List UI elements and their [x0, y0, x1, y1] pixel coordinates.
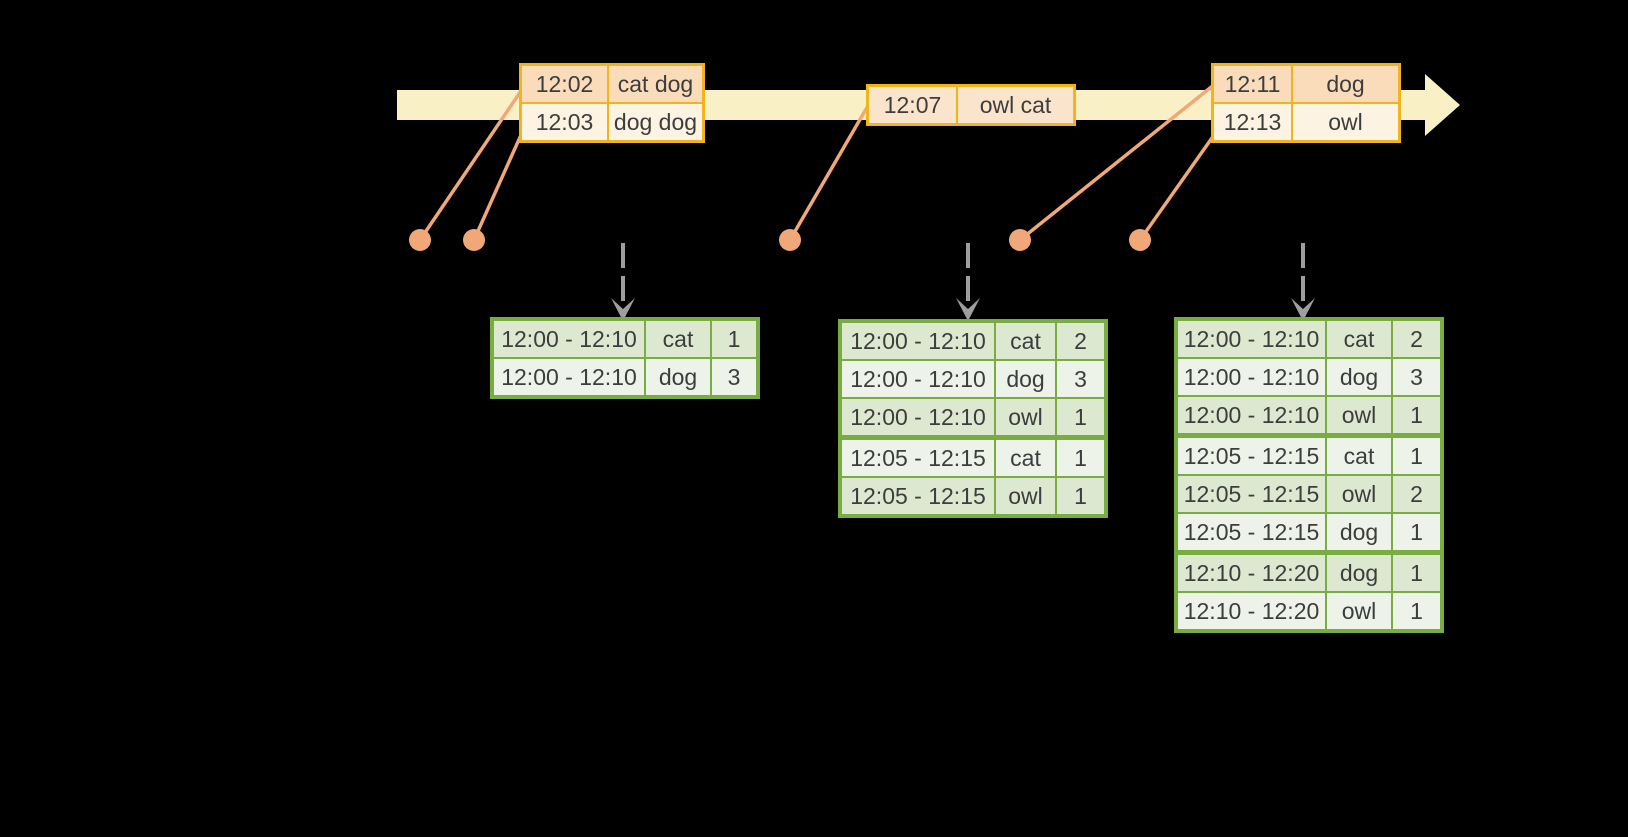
event-dot-icon — [463, 229, 485, 251]
window-cell: 12:10 - 12:20 — [1178, 593, 1325, 629]
count-cell: 2 — [1393, 321, 1440, 357]
event-dots — [409, 229, 1151, 251]
trigger-arrows — [611, 243, 1315, 321]
word-cell: dog — [1327, 555, 1391, 591]
event-dot-icon — [409, 229, 431, 251]
event-time-cell: 12:07 — [869, 87, 956, 123]
count-cell: 1 — [1057, 399, 1104, 435]
count-cell: 1 — [1393, 555, 1440, 591]
event-connector-line — [472, 125, 527, 241]
count-cell: 2 — [1393, 476, 1440, 512]
word-cell: cat — [996, 323, 1055, 359]
event-time-cell: 12:13 — [1214, 104, 1291, 140]
word-cell: owl — [996, 478, 1055, 514]
window-cell: 12:05 - 12:15 — [1178, 514, 1325, 550]
word-cell: dog — [1327, 359, 1391, 395]
window-cell: 12:00 - 12:10 — [1178, 321, 1325, 357]
window-cell: 12:05 - 12:15 — [1178, 438, 1325, 474]
event-time-cell: 12:02 — [522, 66, 607, 102]
trigger-arrow-icon — [1291, 243, 1315, 321]
window-cell: 12:00 - 12:10 — [842, 323, 994, 359]
window-cell: 12:10 - 12:20 — [1178, 555, 1325, 591]
word-cell: owl — [1327, 593, 1391, 629]
word-cell: owl — [1327, 397, 1391, 433]
window-cell: 12:00 - 12:10 — [842, 399, 994, 435]
count-cell: 3 — [1393, 359, 1440, 395]
event-dot-icon — [1129, 229, 1151, 251]
count-cell: 1 — [712, 321, 756, 357]
window-cell: 12:05 - 12:15 — [1178, 476, 1325, 512]
word-cell: dog — [996, 361, 1055, 397]
event-time-cell: 12:11 — [1214, 66, 1291, 102]
count-cell: 1 — [1057, 478, 1104, 514]
count-cell: 1 — [1393, 397, 1440, 433]
event-time-cell: 12:03 — [522, 104, 607, 140]
word-cell: cat — [646, 321, 710, 357]
window-cell: 12:00 - 12:10 — [1178, 397, 1325, 433]
window-cell: 12:05 - 12:15 — [842, 478, 994, 514]
count-cell: 1 — [1057, 440, 1104, 476]
window-cell: 12:00 - 12:10 — [842, 361, 994, 397]
word-cell: owl — [996, 399, 1055, 435]
word-cell: cat — [1327, 438, 1391, 474]
event-connector-line — [788, 103, 871, 241]
event-connector-lines — [418, 82, 1221, 242]
event-dot-icon — [1009, 229, 1031, 251]
word-cell: dog — [646, 359, 710, 395]
event-dot-icon — [779, 229, 801, 251]
window-cell: 12:00 - 12:10 — [1178, 359, 1325, 395]
count-cell: 3 — [1057, 361, 1104, 397]
word-cell: dog — [1327, 514, 1391, 550]
count-cell: 1 — [1393, 438, 1440, 474]
word-cell: owl — [1327, 476, 1391, 512]
count-cell: 2 — [1057, 323, 1104, 359]
event-words-cell: cat dog — [609, 66, 702, 102]
window-cell: 12:00 - 12:10 — [494, 359, 644, 395]
count-cell: 1 — [1393, 593, 1440, 629]
word-cell: cat — [1327, 321, 1391, 357]
event-words-cell: dog — [1293, 66, 1398, 102]
event-words-cell: owl cat — [958, 87, 1073, 123]
event-words-cell: dog dog — [609, 104, 702, 140]
event-connector-line — [418, 87, 525, 241]
event-connector-line — [1018, 82, 1217, 242]
window-cell: 12:05 - 12:15 — [842, 440, 994, 476]
word-cell: cat — [996, 440, 1055, 476]
count-cell: 1 — [1393, 514, 1440, 550]
event-words-cell: owl — [1293, 104, 1398, 140]
count-cell: 3 — [712, 359, 756, 395]
trigger-arrow-icon — [611, 243, 635, 321]
timeline-arrowhead-icon — [1425, 74, 1460, 136]
trigger-arrow-icon — [956, 243, 980, 321]
event-connector-line — [1138, 126, 1221, 242]
window-cell: 12:00 - 12:10 — [494, 321, 644, 357]
